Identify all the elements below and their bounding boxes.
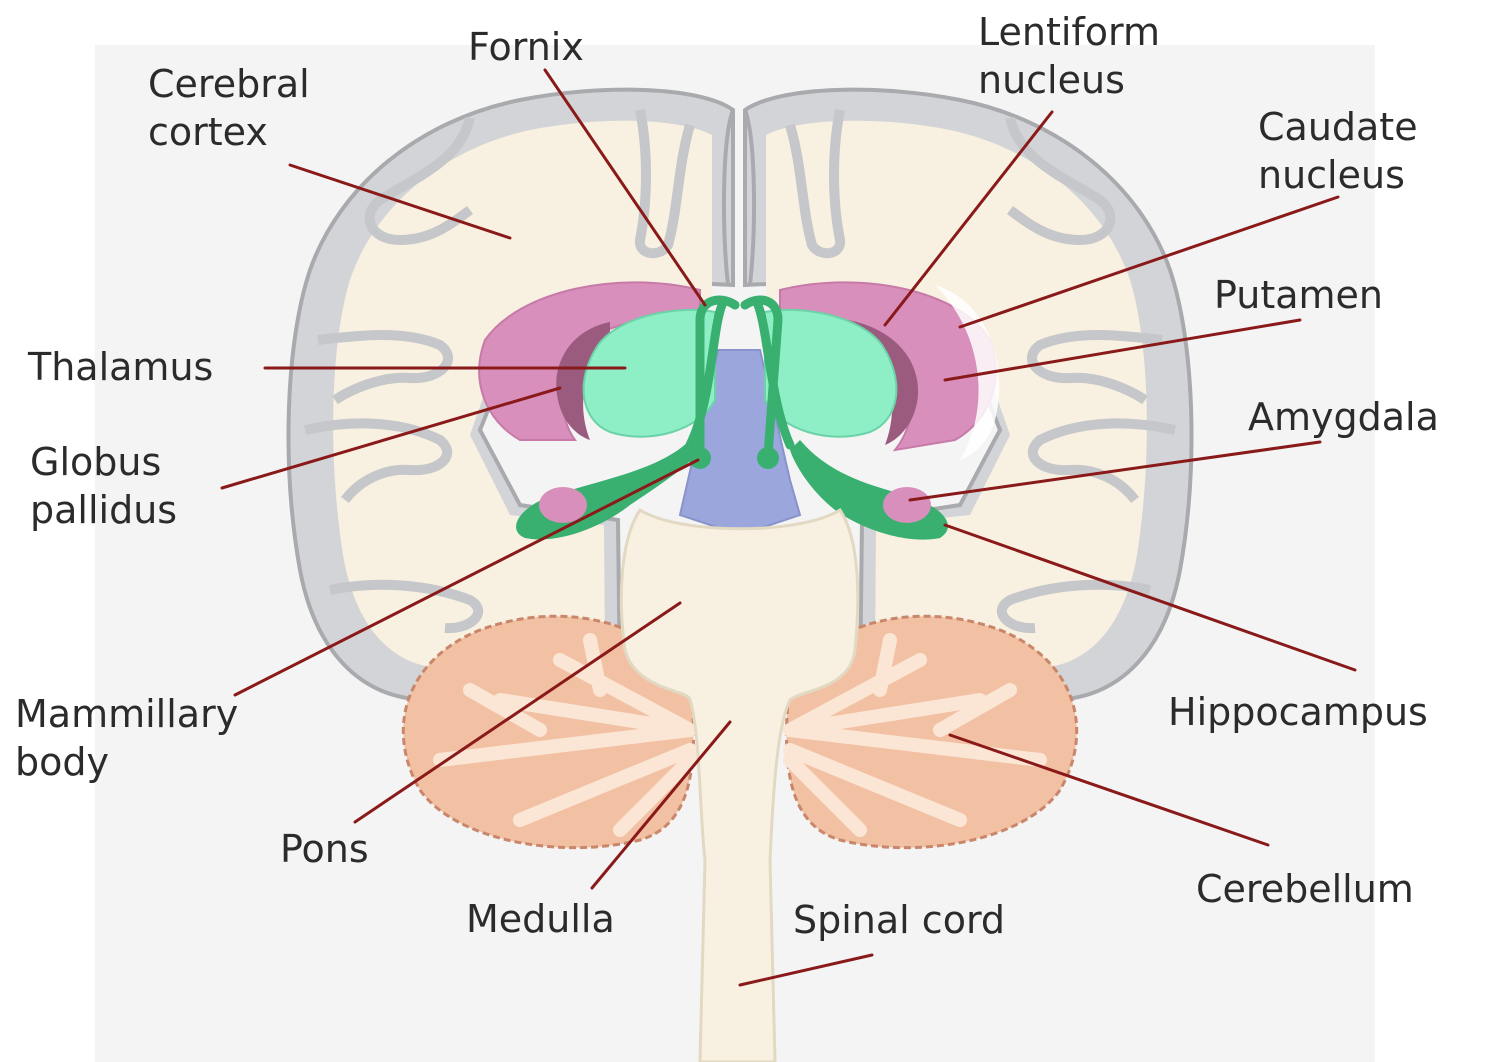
label-amygdala: Amygdala	[1248, 395, 1439, 439]
right-mammillary-body	[757, 447, 779, 469]
label-thalamus: Thalamus	[27, 345, 213, 389]
label-cerebellum: Cerebellum	[1196, 867, 1414, 911]
label-spinal-cord: Spinal cord	[793, 898, 1005, 942]
label-hippocampus: Hippocampus	[1168, 690, 1428, 734]
label-fornix: Fornix	[468, 25, 584, 69]
label-medulla: Medulla	[466, 897, 615, 941]
right-amygdala	[883, 487, 931, 523]
label-pons: Pons	[280, 827, 369, 871]
label-putamen: Putamen	[1214, 273, 1383, 317]
left-amygdala	[539, 487, 587, 523]
